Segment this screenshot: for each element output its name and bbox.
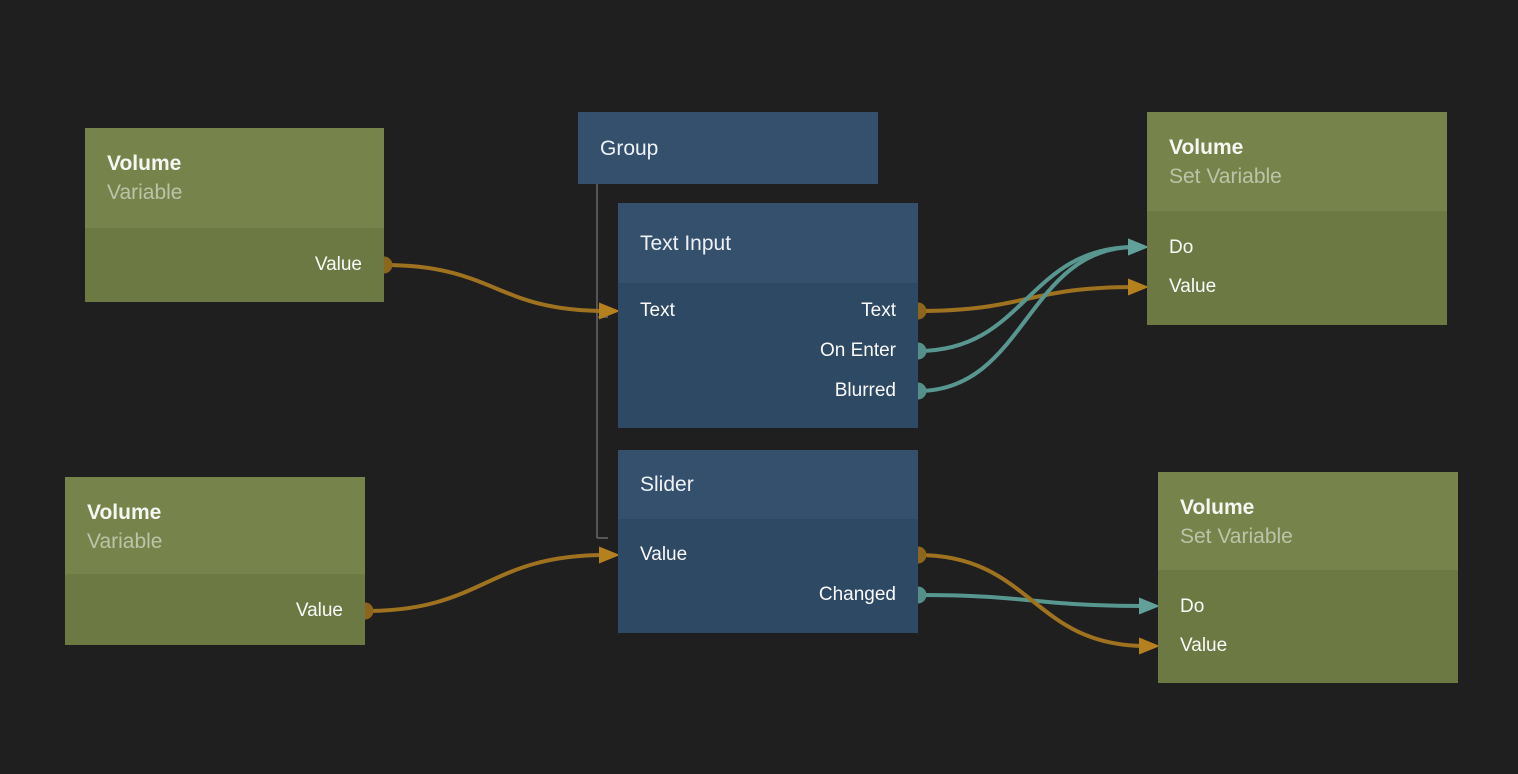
node-header: Text Input [618, 203, 918, 283]
node-group[interactable]: Group [578, 112, 878, 184]
wire-orange-0[interactable] [382, 263, 608, 313]
node-title: Volume [1180, 496, 1255, 519]
wire-arrowhead-5 [1139, 597, 1160, 615]
wire-teal-2[interactable] [916, 245, 1137, 353]
node-title: Volume [87, 501, 162, 524]
wire-arrowhead-3 [1128, 238, 1149, 256]
wire-teal-3[interactable] [916, 245, 1137, 393]
node-body [1158, 570, 1458, 683]
port-value-out[interactable]: Value [295, 600, 343, 621]
node-title: Volume [107, 152, 182, 175]
node-header: Group [578, 112, 878, 184]
tree-connector [596, 184, 608, 539]
port-value-in[interactable]: Value [1169, 276, 1217, 297]
node-subtitle: Variable [107, 181, 183, 204]
node-body [85, 228, 384, 302]
port-value-in[interactable]: Value [1180, 635, 1228, 656]
wire-orange-4[interactable] [363, 553, 608, 613]
port-do-in[interactable]: Do [1180, 596, 1205, 617]
node-title: Text Input [640, 231, 732, 255]
node-header: Slider [618, 450, 918, 519]
node-title: Group [600, 136, 659, 160]
wire-orange-6[interactable] [916, 553, 1148, 648]
node-subtitle: Set Variable [1169, 165, 1282, 188]
port-text-out[interactable]: Text [861, 300, 896, 321]
node-title: Volume [1169, 136, 1244, 159]
port-do-in[interactable]: Do [1169, 237, 1194, 258]
wire-arrowhead-1 [1128, 278, 1149, 296]
port-value-out[interactable]: Value [314, 254, 362, 275]
port-value-in[interactable]: Value [640, 544, 688, 565]
port-on-enter-out[interactable]: On Enter [819, 340, 896, 361]
wire-arrowhead-6 [1139, 637, 1160, 655]
node-subtitle: Set Variable [1180, 525, 1293, 548]
wire-arrowhead-0 [599, 302, 620, 320]
port-changed-out[interactable]: Changed [818, 584, 896, 605]
node-body [618, 519, 918, 633]
port-unlabeled-out[interactable] [640, 541, 896, 569]
port-text-in[interactable]: Text [640, 300, 675, 321]
node-subtitle: Variable [87, 530, 163, 553]
node-title: Slider [640, 473, 694, 496]
node-body [618, 283, 918, 428]
node-body [1147, 211, 1447, 325]
port-blurred-out[interactable]: Blurred [834, 380, 896, 401]
node-body [65, 574, 365, 645]
wire-arrowhead-4 [599, 546, 620, 564]
